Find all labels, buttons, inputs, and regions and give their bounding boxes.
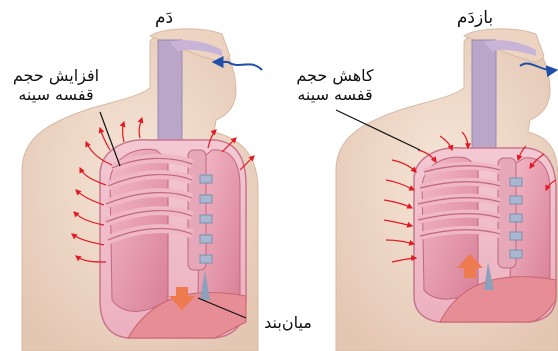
exhale-volume-label-line1: کاهش حجم	[280, 66, 390, 85]
exhale-volume-label-line2: قفسه سینه	[280, 85, 390, 104]
exhale-volume-label: کاهش حجم قفسه سینه	[280, 66, 390, 104]
inhale-sternum	[188, 150, 206, 270]
exhale-title: بازدَم	[440, 8, 510, 28]
inhale-volume-label-line2: قفسه سینه	[2, 85, 110, 104]
diaphragm-label: میان‌بند	[248, 313, 328, 332]
inhale-volume-label-line1: افزایش حجم	[2, 66, 110, 85]
inhale-volume-label: افزایش حجم قفسه سینه	[2, 66, 110, 104]
inhale-title: دَم	[144, 8, 184, 28]
exhale-trachea	[472, 40, 496, 160]
